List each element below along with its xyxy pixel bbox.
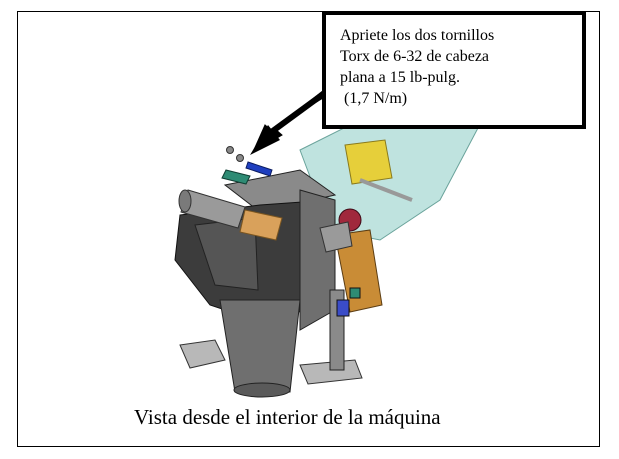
torque-callout-box: Apriete los dos tornillos Torx de 6-32 d… xyxy=(322,11,586,129)
funnel-bottom xyxy=(233,382,291,398)
callout-line-2: Torx de 6-32 de cabeza xyxy=(340,48,490,65)
clip-green xyxy=(221,169,251,185)
grey-arm xyxy=(319,221,353,253)
figure-caption: Vista desde el interior de la máquina xyxy=(134,405,441,429)
funnel xyxy=(219,299,301,393)
top-plate xyxy=(223,169,337,213)
tan-roller xyxy=(239,209,283,241)
motor-body xyxy=(334,229,383,313)
callout-line-4: (1,7 N/m) xyxy=(340,90,408,107)
foot-left xyxy=(179,339,226,369)
bracket-blue xyxy=(336,299,350,317)
guide-rod xyxy=(359,178,413,202)
bracket-green xyxy=(349,287,361,299)
callout-line-1: Apriete los dos tornillos xyxy=(340,27,495,44)
yellow-bar xyxy=(344,139,393,185)
screw-2 xyxy=(236,154,244,162)
callout-line-3: plana a 15 lb-pulg. xyxy=(340,69,460,86)
callout-arrow-shaft xyxy=(268,89,328,136)
screw-1 xyxy=(226,146,234,154)
left-cylinder-end xyxy=(178,189,192,213)
callout-arrow-head xyxy=(250,125,280,155)
clip-blue xyxy=(245,161,273,177)
